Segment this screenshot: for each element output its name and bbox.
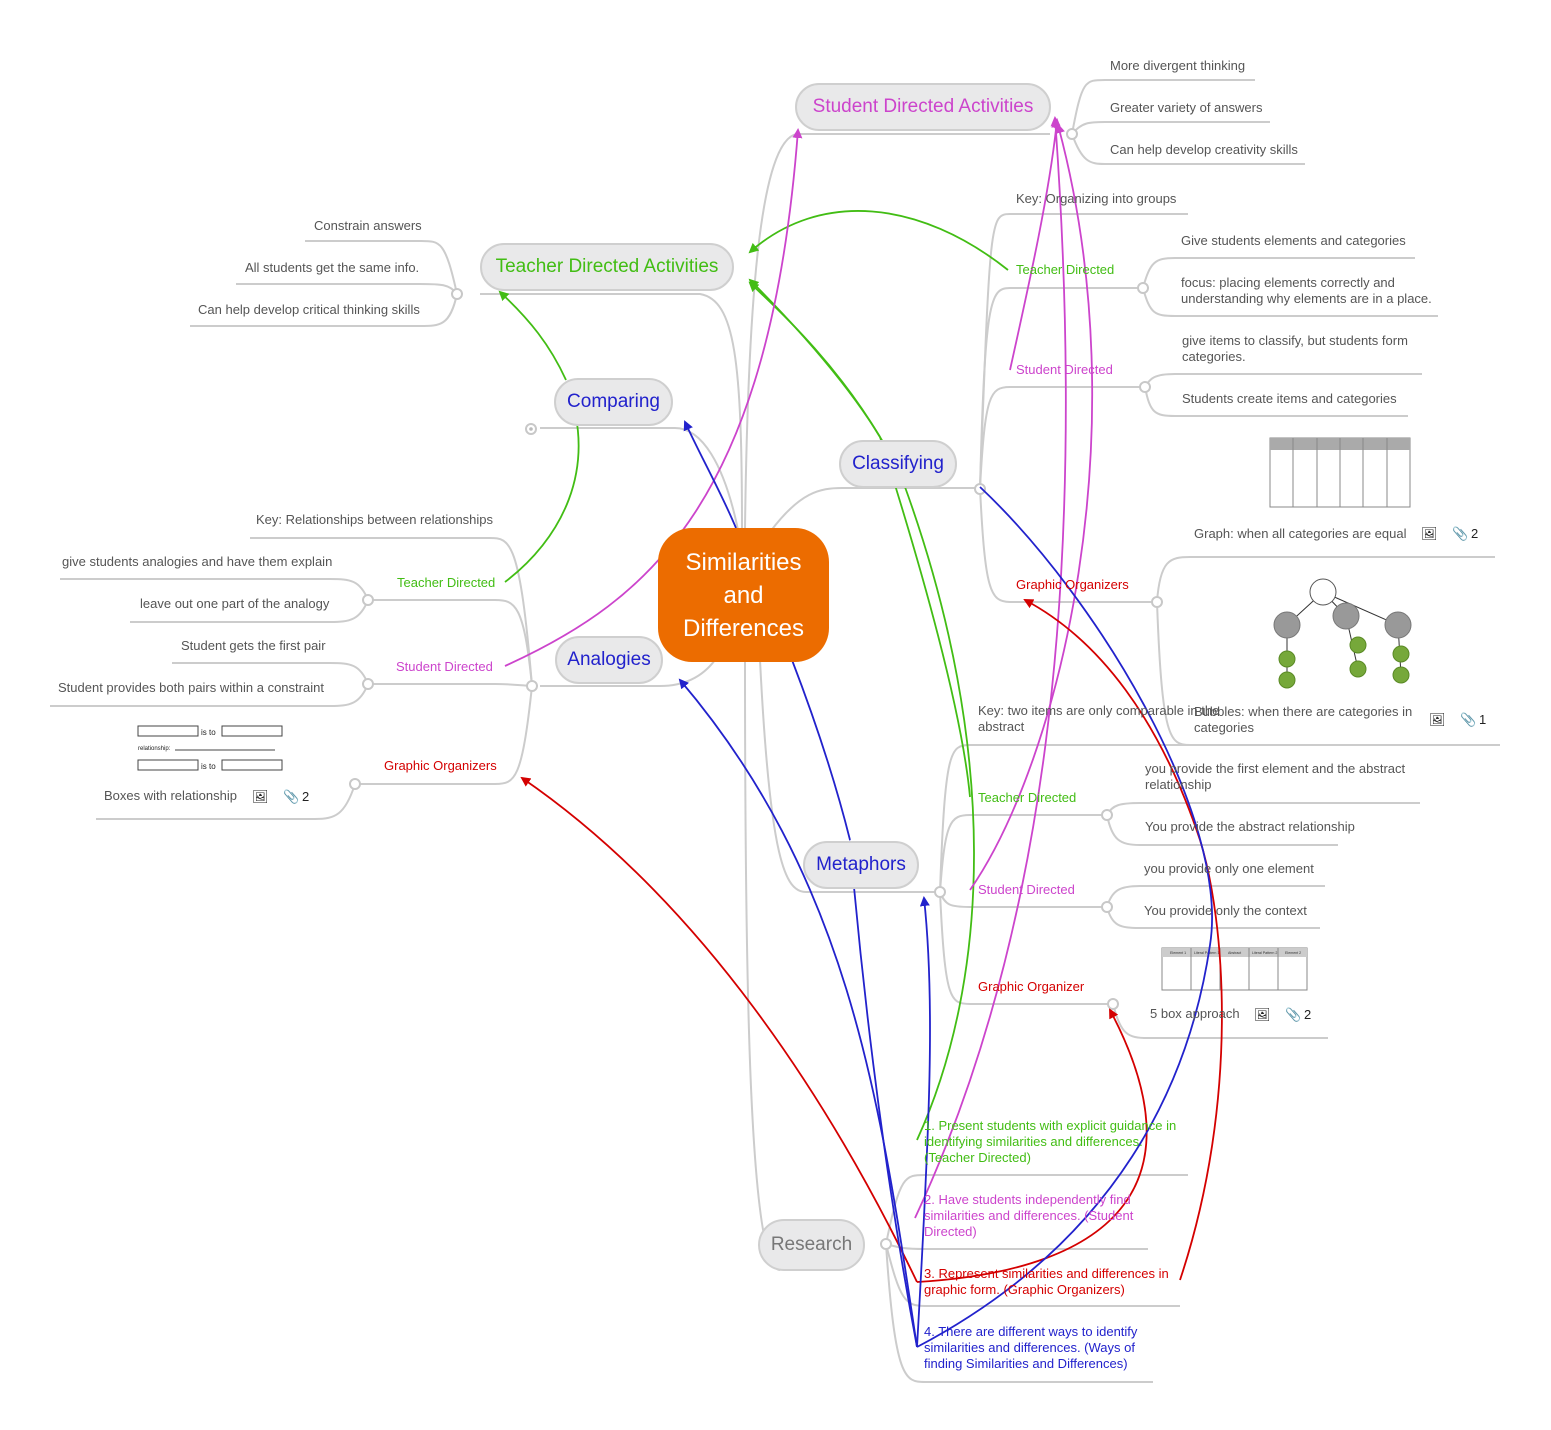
- analogy-organizer-label[interactable]: Boxes with relationship: [104, 788, 237, 803]
- metaphors-student-item-1[interactable]: you provide only one element: [1144, 861, 1314, 876]
- paperclip-icon[interactable]: 📎: [1285, 1007, 1302, 1022]
- analogy-boxes-image: is to relationship: is to: [137, 725, 283, 771]
- classifying-teacher-item-1[interactable]: Give students elements and categories: [1181, 233, 1406, 248]
- student-directed-item-1[interactable]: More divergent thinking: [1110, 58, 1246, 73]
- classifying-student-item-1[interactable]: give items to classify, but students for…: [1182, 333, 1408, 364]
- analogies-teacher-item-2[interactable]: leave out one part of the analogy: [140, 596, 330, 611]
- research-item-3[interactable]: 3. Represent similarities and difference…: [924, 1266, 1169, 1297]
- paperclip-icon[interactable]: 📎: [1460, 712, 1477, 727]
- image-icon[interactable]: 🖼: [252, 789, 269, 804]
- five-box-label[interactable]: 5 box approach: [1150, 1006, 1240, 1021]
- research-item-1[interactable]: 1. Present students with explicit guidan…: [924, 1118, 1177, 1165]
- analogies-student-item-1[interactable]: Student gets the first pair: [181, 638, 326, 653]
- topic-teacher-directed-activities[interactable]: Teacher Directed Activities: [480, 243, 734, 291]
- student-directed-arrows: [504, 116, 1093, 1219]
- central-topic-line-2: and: [723, 581, 764, 609]
- classifying-key[interactable]: Key: Organizing into groups: [1016, 191, 1177, 206]
- student-directed-item-2[interactable]: Greater variety of answers: [1110, 100, 1263, 115]
- analogies-key[interactable]: Key: Relationships between relationships: [256, 512, 494, 527]
- table-header-4: Literal Pattern 2: [1252, 951, 1277, 955]
- graph-label[interactable]: Graph: when all categories are equal: [1194, 526, 1407, 541]
- bubbles-attachment-count: 1: [1479, 712, 1487, 727]
- five-box-attachment-count: 2: [1304, 1007, 1312, 1022]
- classifying-teacher-item-2[interactable]: focus: placing elements correctly and un…: [1181, 275, 1432, 306]
- paperclip-icon[interactable]: 📎: [1452, 526, 1469, 541]
- research-item-2[interactable]: 2. Have students independently find simi…: [924, 1192, 1134, 1239]
- teacher-directed-item-1[interactable]: Constrain answers: [314, 218, 422, 233]
- image-icon[interactable]: 🖼: [1254, 1007, 1271, 1022]
- topic-student-directed-activities[interactable]: Student Directed Activities: [795, 83, 1051, 131]
- is-to-text-2: is to: [201, 762, 216, 771]
- topic-classifying[interactable]: Classifying: [839, 440, 957, 488]
- classifying-graphic-organizers[interactable]: Graphic Organizers: [1016, 577, 1129, 592]
- topic-analogies[interactable]: Analogies: [555, 636, 663, 684]
- graph-attachment-count: 2: [1471, 526, 1479, 541]
- classifying-teacher-directed[interactable]: Teacher Directed: [1016, 262, 1115, 277]
- student-directed-item-3[interactable]: Can help develop creativity skills: [1110, 142, 1298, 157]
- analogies-teacher-directed[interactable]: Teacher Directed: [397, 575, 496, 590]
- table-header-2: Literal Pattern 1: [1194, 951, 1219, 955]
- metaphors-graphic-organizer[interactable]: Graphic Organizer: [978, 979, 1085, 994]
- analogies-student-item-2[interactable]: Student provides both pairs within a con…: [58, 680, 324, 695]
- research-item-4[interactable]: 4. There are different ways to identify …: [924, 1324, 1138, 1371]
- table-header-5: Element 2: [1285, 951, 1301, 955]
- relationship-text: relationship:: [138, 746, 171, 752]
- analogies-student-directed[interactable]: Student Directed: [396, 659, 493, 674]
- topic-comparing[interactable]: Comparing: [554, 378, 673, 426]
- collapsed-dot: [529, 427, 533, 431]
- bubbles-label[interactable]: Bubbles: when there are categories in ca…: [1194, 704, 1413, 735]
- metaphors-teacher-item-1[interactable]: you provide the first element and the ab…: [1145, 761, 1406, 792]
- table-header-1: Element 1: [1170, 951, 1186, 955]
- classifying-student-directed[interactable]: Student Directed: [1016, 362, 1113, 377]
- table-header-3: Abstract: [1228, 951, 1241, 955]
- paperclip-icon[interactable]: 📎: [283, 789, 300, 804]
- analogies-graphic-organizers[interactable]: Graphic Organizers: [384, 758, 497, 773]
- graph-table-image: [1269, 437, 1411, 508]
- analogies-teacher-item-1[interactable]: give students analogies and have them ex…: [62, 554, 333, 569]
- central-topic-line-1: Similarities: [685, 548, 802, 576]
- ways-arrows: [678, 420, 1213, 1348]
- image-icon[interactable]: 🖼: [1429, 712, 1446, 727]
- metaphors-student-item-2[interactable]: You provide only the context: [1144, 903, 1307, 918]
- metaphors-student-directed[interactable]: Student Directed: [978, 882, 1075, 897]
- five-box-table-image: Element 1 Literal Pattern 1 Abstract Lit…: [1161, 947, 1308, 991]
- central-topic-line-3: Differences: [683, 614, 804, 642]
- topic-metaphors[interactable]: Metaphors: [803, 841, 919, 889]
- bubbles-tree-image: [1273, 578, 1412, 689]
- topic-research[interactable]: Research: [758, 1219, 865, 1271]
- image-icon[interactable]: 🖼: [1421, 526, 1438, 541]
- analogy-attachment-count: 2: [302, 789, 310, 804]
- metaphors-key[interactable]: Key: two items are only comparable in th…: [978, 703, 1220, 734]
- metaphors-teacher-directed[interactable]: Teacher Directed: [978, 790, 1077, 805]
- central-topic[interactable]: Similarities and Differences: [658, 528, 829, 662]
- classifying-student-item-2[interactable]: Students create items and categories: [1182, 391, 1397, 406]
- is-to-text-1: is to: [201, 728, 216, 737]
- junction-dots: [349, 128, 1163, 1250]
- teacher-directed-item-3[interactable]: Can help develop critical thinking skill…: [198, 302, 420, 317]
- teacher-directed-item-2[interactable]: All students get the same info.: [245, 260, 420, 275]
- metaphors-teacher-item-2[interactable]: You provide the abstract relationship: [1145, 819, 1355, 834]
